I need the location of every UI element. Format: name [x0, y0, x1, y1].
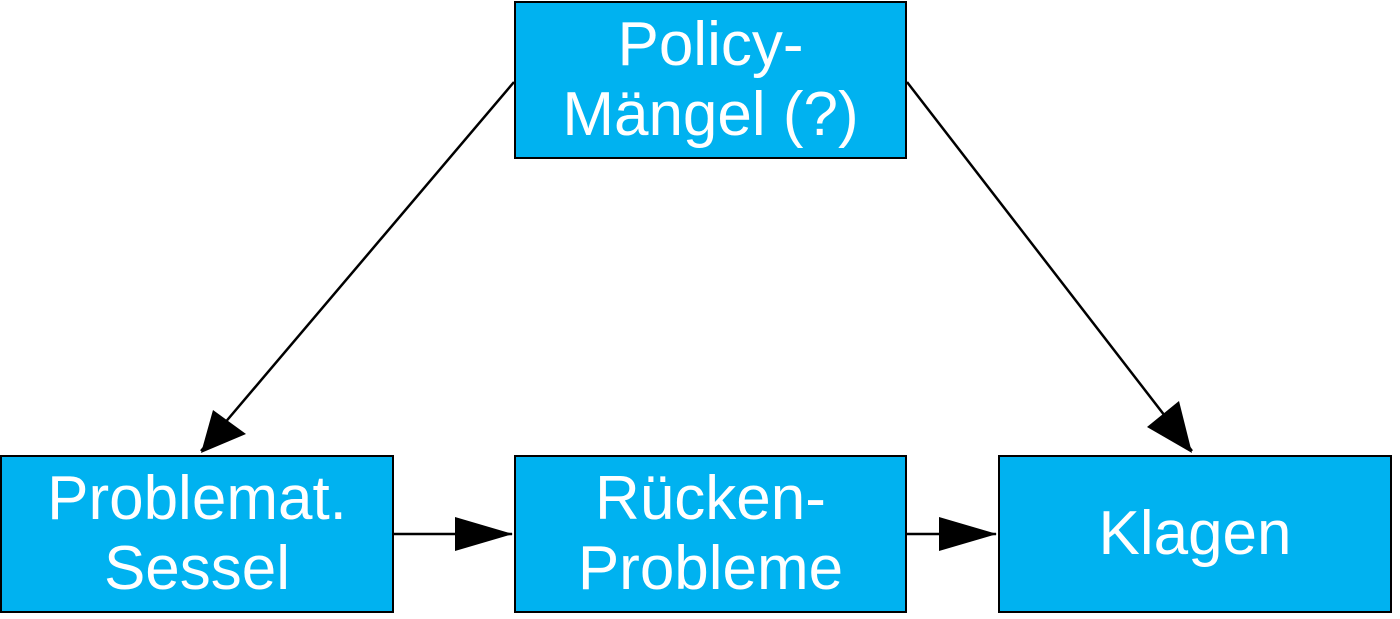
edge-policy-to-sessel — [200, 81, 515, 452]
node-klagen-label: Klagen — [1098, 499, 1292, 568]
node-policy-maengel: Policy- Mängel (?) — [514, 1, 907, 159]
arrowhead-ruecken-to-klagen — [939, 517, 997, 551]
arrowhead-policy-to-sessel — [201, 410, 246, 453]
arrowhead-policy-to-klagen — [1147, 401, 1192, 453]
node-ruecken-probleme-label: Rücken- Probleme — [577, 464, 844, 603]
node-problemat-sessel-label: Problemat. Sessel — [47, 464, 347, 603]
arrowhead-sessel-to-ruecken — [455, 517, 513, 551]
node-klagen: Klagen — [998, 455, 1392, 613]
node-policy-maengel-label: Policy- Mängel (?) — [562, 10, 859, 149]
node-ruecken-probleme: Rücken- Probleme — [514, 455, 907, 613]
node-problemat-sessel: Problemat. Sessel — [0, 455, 394, 613]
edge-policy-to-klagen — [906, 81, 1193, 452]
